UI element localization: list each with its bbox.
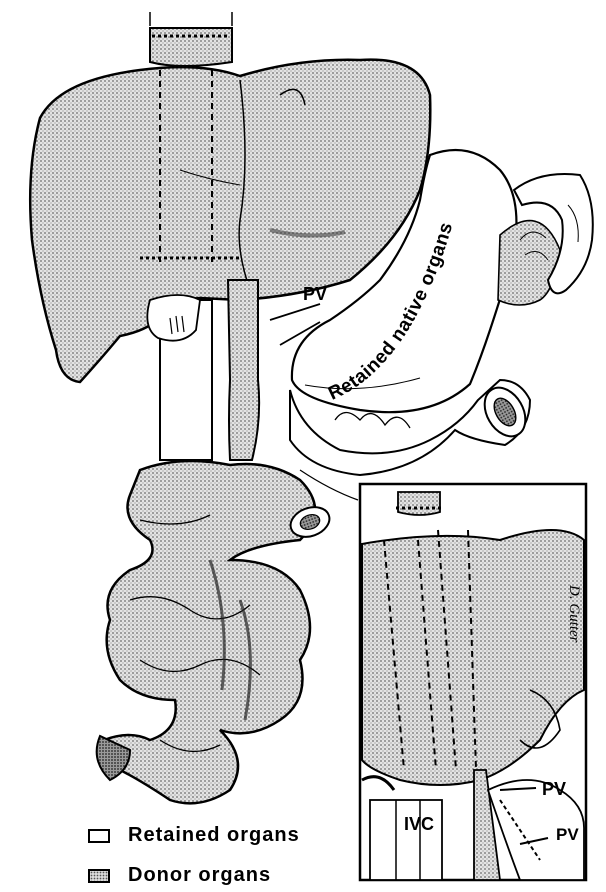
legend-retained: Retained organs <box>88 824 300 847</box>
pv-label: PV <box>303 284 327 304</box>
legend-donor-label: Donor organs <box>128 864 271 887</box>
legend-retained-label: Retained organs <box>128 824 300 847</box>
artist-signature: D. Gutter <box>565 585 582 643</box>
legend-donor-swatch <box>88 869 110 883</box>
inset-pv-upper-label: PV <box>542 779 566 799</box>
inset-pv-lower-label: PV <box>556 825 579 844</box>
legend-donor: Donor organs <box>88 864 271 887</box>
legend-retained-swatch <box>88 829 110 843</box>
retained-pancreas <box>498 221 560 305</box>
inset-ivc-label: IVC <box>404 814 434 834</box>
inset-panel: PV PV IVC <box>360 484 586 880</box>
donor-intestine <box>97 461 334 803</box>
suprahepatic-ivc <box>150 12 232 66</box>
